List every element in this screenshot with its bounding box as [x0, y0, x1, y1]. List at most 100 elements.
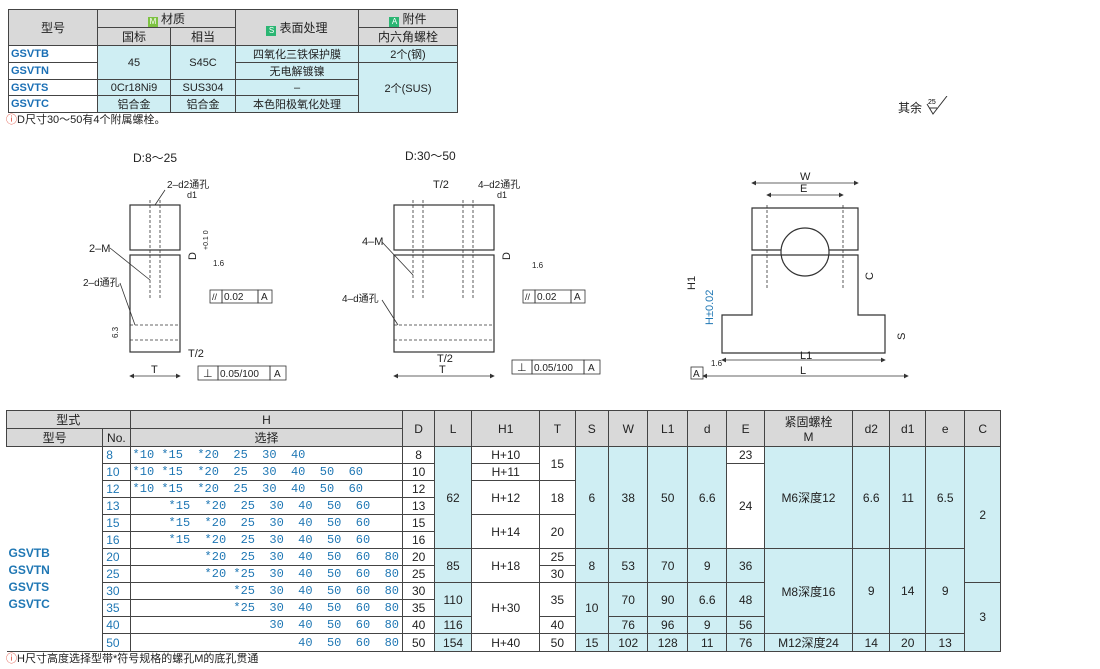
d-small-cell: 6.6: [686, 582, 728, 617]
label-perp: 0.05/100: [534, 363, 573, 374]
d-cell: 13: [402, 497, 435, 515]
h-select-cell: *15 *20 25 30 40 50 60: [129, 531, 404, 549]
c-cell: 3: [964, 582, 1001, 652]
d-cell: 35: [402, 599, 435, 617]
no-cell: 25: [102, 565, 131, 583]
d-cell: 15: [402, 514, 435, 532]
clamp-body: [129, 254, 181, 353]
warning-icon: ⓘ: [6, 653, 17, 665]
l1-cell: 90: [647, 582, 688, 617]
d-cell: 40: [402, 616, 435, 634]
mat-surface: 无电解镀镍: [235, 62, 359, 80]
w-cell: 53: [607, 548, 649, 583]
mat-accessory: 2个(钢): [358, 45, 458, 63]
mat-header-model: 型号: [8, 9, 98, 46]
no-cell: 12: [102, 480, 131, 498]
mat-model: GSVTN: [8, 62, 98, 80]
d-small-cell: 9: [686, 616, 728, 634]
d1-cell: 20: [889, 633, 926, 652]
h1-cell: H+12: [471, 480, 541, 515]
mat-model: GSVTB: [8, 45, 98, 63]
h1-cell: H+40: [471, 633, 541, 652]
t-cell: 40: [539, 616, 576, 634]
t-cell: 18: [539, 480, 576, 515]
s-cell: 6: [574, 446, 609, 549]
h1-cell: H+30: [471, 582, 541, 634]
d1-cell: 14: [889, 548, 926, 634]
label-t: T: [151, 364, 158, 376]
mat-equiv: SUS304: [170, 79, 236, 96]
e-small-cell: 13: [924, 633, 966, 652]
e-cell: 56: [726, 616, 765, 634]
h1-cell: H+10: [471, 446, 541, 464]
e-cell: 23: [726, 446, 765, 464]
header-e: E: [726, 410, 765, 447]
d-cell: 30: [402, 582, 435, 600]
h-select-cell: *25 30 40 50 60 80: [129, 599, 404, 617]
drawing-small: D:8～25 2–d2通孔 d1 2–M 2–d通孔 D +0.1 0 1.6 …: [83, 151, 287, 381]
h-select-cell: *10 *15 *20 25 30 40: [129, 446, 404, 464]
no-cell: 35: [102, 599, 131, 617]
d-cell: 25: [402, 565, 435, 583]
h-select-cell: *25 30 40 50 60 80: [129, 582, 404, 600]
drawing-small-title: D:8～25: [133, 151, 177, 165]
no-cell: 15: [102, 514, 131, 532]
label-datum-a: A: [693, 369, 700, 380]
w-cell: 38: [607, 446, 649, 549]
d-cell: 50: [402, 633, 435, 652]
label-t: T: [439, 364, 446, 376]
t-cell: 20: [539, 514, 576, 549]
mat-header-gb: 国标: [97, 27, 171, 46]
label-2d2: 2–d2通孔: [167, 179, 209, 191]
header-h1: H1: [471, 410, 541, 447]
mat-surface: 本色阳极氧化处理: [235, 95, 359, 113]
warning-icon: ⓘ: [6, 114, 17, 126]
label-roughness-16: 1.6: [213, 259, 225, 268]
label-roughness-16: 1.6: [532, 261, 544, 270]
header-d1: d1: [889, 410, 926, 447]
model-name: GSVTB: [8, 546, 50, 560]
mat-gb: 0Cr18Ni9: [97, 79, 171, 96]
no-cell: 50: [102, 633, 131, 652]
parallel-icon: //: [525, 292, 531, 302]
h-select-cell: 40 50 60 80: [129, 633, 404, 652]
l-cell: 154: [433, 633, 473, 652]
l-cell: 62: [433, 446, 473, 549]
header-l: L: [433, 410, 473, 447]
bore-circle: [780, 227, 830, 277]
drawing-large-title: D:30～50: [405, 149, 456, 163]
label-perp: 0.05/100: [220, 369, 259, 380]
header-e-small: e: [924, 410, 966, 447]
mat-header-accessory-sub: 内六角螺栓: [358, 27, 458, 46]
drawing-large: D:30～50 T/2 4–d2通孔 d1 4–M 4–d通孔 D 1.6 //…: [342, 149, 601, 379]
header-type: 型式: [6, 410, 131, 429]
s-cell: 8: [574, 548, 609, 583]
model-name: GSVTN: [8, 563, 50, 577]
h1-cell: H+14: [471, 514, 541, 549]
h-select-cell: *10 *15 *20 25 30 40 50 60: [129, 480, 404, 498]
label-roughness-63: 6.3: [111, 326, 120, 338]
h-select-cell: *20 25 30 40 50 60 80: [129, 548, 404, 566]
l-cell: 85: [433, 548, 473, 583]
header-no: No.: [102, 428, 131, 447]
mat-header-equiv: 相当: [170, 27, 236, 46]
label-datum-a: A: [574, 292, 581, 303]
no-cell: 8: [102, 446, 131, 464]
label-c: C: [864, 272, 876, 280]
label-w: W: [800, 171, 811, 183]
s-cell: 15: [574, 633, 609, 652]
header-d2: d2: [852, 410, 891, 447]
t-cell: 35: [539, 582, 576, 617]
label-h1: H1: [686, 276, 698, 290]
e-small-cell: 6.5: [924, 446, 966, 549]
label-t2: T/2: [188, 348, 204, 360]
d2-cell: 14: [852, 633, 891, 652]
perpendicular-icon: ⊥: [203, 368, 213, 380]
h-select-cell: *15 *20 25 30 40 50 60: [129, 514, 404, 532]
d2-cell: 9: [852, 548, 891, 634]
technical-drawings: D:8～25 2–d2通孔 d1 2–M 2–d通孔 D +0.1 0 1.6 …: [83, 149, 909, 381]
